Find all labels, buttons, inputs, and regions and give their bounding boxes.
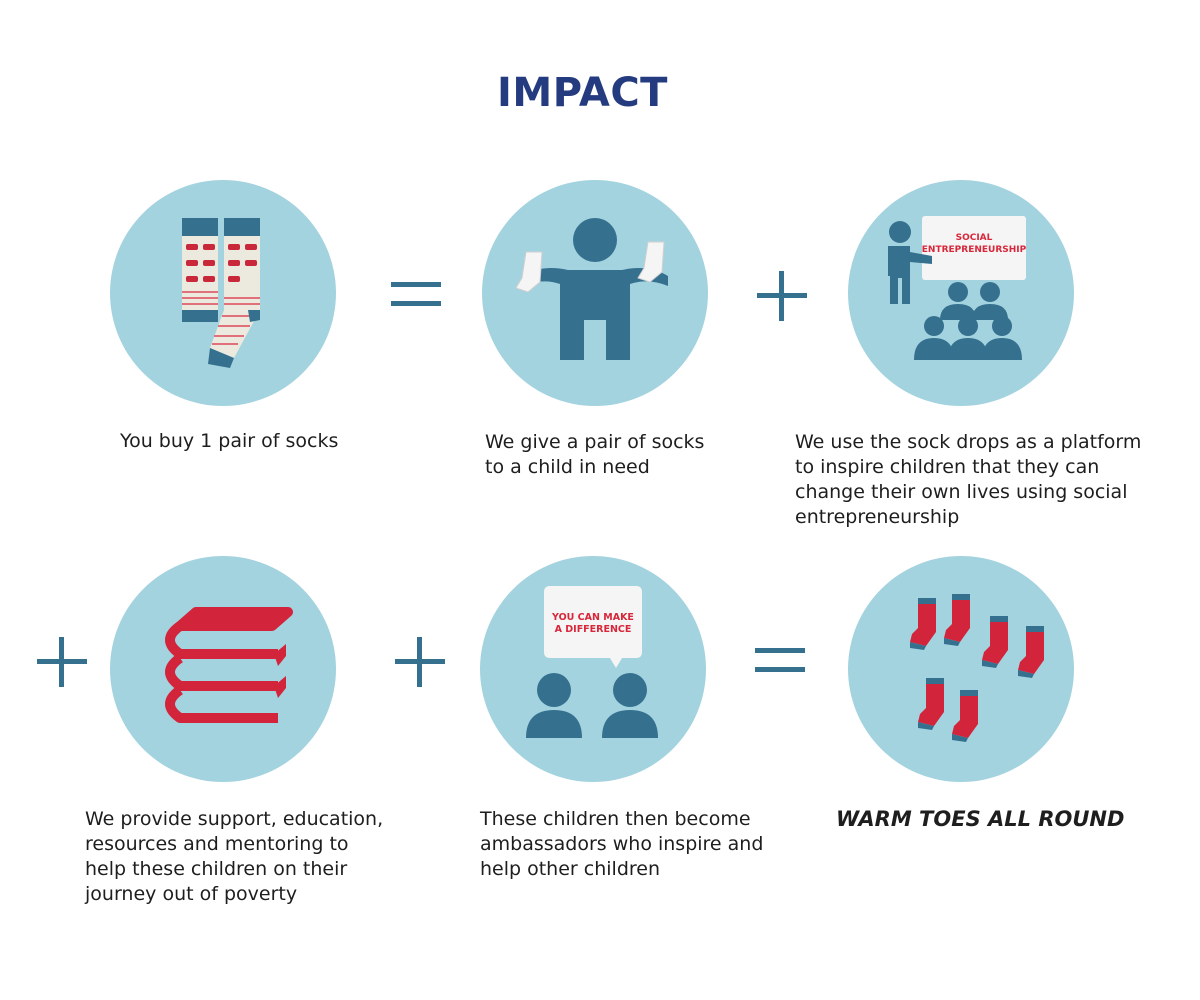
operator-plus-3	[390, 632, 450, 692]
operator-equals-1	[386, 264, 446, 324]
presentation-board-line-1: SOCIAL	[956, 233, 993, 243]
operator-equals-2	[750, 630, 810, 690]
presentation-board-line-2: ENTREPRENEURSHIP	[922, 245, 1027, 255]
speech-bubble-line-2: A DIFFERENCE	[555, 624, 632, 635]
presentation-icon: SOCIAL ENTREPRENEURSHIP	[888, 216, 1027, 360]
step-3-circle: SOCIAL ENTREPRENEURSHIP	[848, 180, 1074, 406]
step-2-circle	[482, 180, 708, 406]
operator-plus-2	[32, 632, 92, 692]
step-5-circle: YOU CAN MAKE A DIFFERENCE	[480, 556, 706, 782]
child-holding-socks-icon	[515, 218, 668, 360]
step-2-caption: We give a pair of socks to a child in ne…	[485, 431, 705, 478]
step-6-caption: WARM TOES ALL ROUND	[836, 807, 1125, 831]
socks-icon	[182, 218, 260, 368]
step-4-caption: We provide support, education, resources…	[85, 808, 384, 905]
step-4-circle	[110, 556, 336, 782]
operator-plus-1	[752, 266, 812, 326]
books-icon	[165, 607, 293, 723]
speech-bubble-people-icon: YOU CAN MAKE A DIFFERENCE	[526, 586, 658, 738]
step-5-caption: These children then become ambassadors w…	[480, 808, 764, 880]
step-3-caption: We use the sock drops as a platform to i…	[795, 431, 1142, 528]
speech-bubble-line-1: YOU CAN MAKE	[551, 612, 634, 623]
many-socks-icon	[910, 594, 1044, 742]
step-1-caption: You buy 1 pair of socks	[120, 430, 339, 452]
step-1-circle	[110, 180, 336, 406]
step-6-circle	[848, 556, 1074, 782]
page-title: IMPACT	[497, 70, 668, 116]
